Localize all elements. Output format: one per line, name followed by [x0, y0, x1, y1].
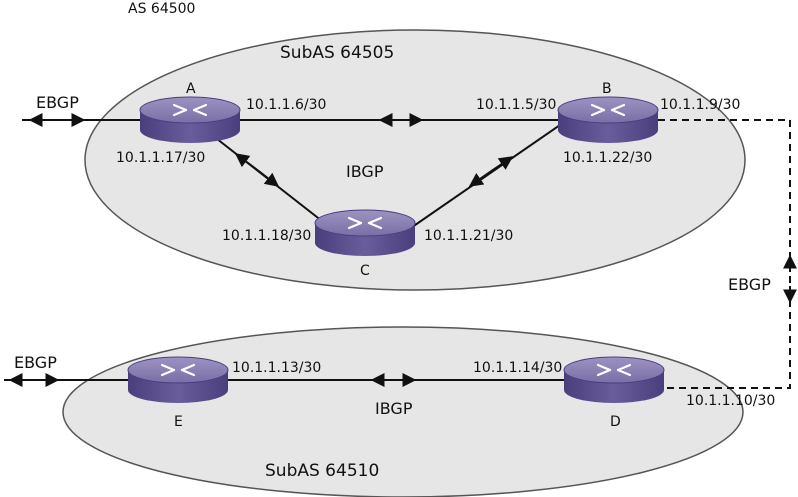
ip-b-to-d: 10.1.1.9/30 [660, 97, 740, 113]
router-b-label: B [602, 81, 612, 97]
as-title: AS 64500 [128, 1, 195, 17]
ibgp-arrow-bc-c [468, 171, 491, 187]
subas-bottom-label: SubAS 64510 [265, 461, 379, 481]
router-icon [596, 363, 632, 377]
router-icon [590, 103, 626, 117]
ip-a-to-b: 10.1.1.6/30 [246, 97, 326, 113]
router-e-label: E [174, 414, 183, 430]
router-icon [160, 363, 196, 377]
subas-top-label: SubAS 64505 [280, 43, 394, 63]
ibgp-label-top: IBGP [346, 162, 384, 181]
router-b-top [557, 96, 659, 124]
router-c[interactable] [314, 209, 416, 256]
ip-a-to-c: 10.1.1.17/30 [116, 150, 205, 166]
router-d[interactable] [563, 356, 665, 403]
router-d-top [563, 356, 665, 384]
router-e[interactable] [127, 356, 229, 403]
ip-c-to-b: 10.1.1.21/30 [424, 228, 513, 244]
router-e-top [127, 356, 229, 384]
router-c-top [314, 209, 416, 237]
ebgp-label-bd: EBGP [728, 275, 771, 294]
ip-e-to-d: 10.1.1.13/30 [232, 360, 321, 376]
ip-d-to-b: 10.1.1.10/30 [686, 393, 775, 409]
ibgp-arrow-bc-b [489, 156, 514, 173]
router-d-label: D [610, 414, 621, 430]
router-a[interactable] [139, 96, 241, 143]
router-a-label: A [186, 81, 196, 97]
ebgp-link-b-d [658, 119, 791, 389]
ibgp-arrow-ac-a [234, 153, 261, 173]
ebgp-label-e: EBGP [14, 353, 57, 372]
ibgp-label-bottom: IBGP [375, 399, 413, 418]
router-b[interactable] [557, 96, 659, 143]
router-icon [172, 103, 208, 117]
ip-c-to-a: 10.1.1.18/30 [222, 228, 311, 244]
router-c-label: C [360, 263, 370, 279]
router-a-top [139, 96, 241, 124]
ibgp-arrow-ac-c [259, 171, 280, 187]
ip-b-to-a: 10.1.1.5/30 [476, 97, 556, 113]
subas-64505-cloud [84, 29, 746, 291]
ip-b-to-c: 10.1.1.22/30 [563, 150, 652, 166]
router-icon [347, 216, 383, 230]
ip-d-to-e: 10.1.1.14/30 [473, 360, 562, 376]
ebgp-label-a: EBGP [36, 93, 79, 112]
